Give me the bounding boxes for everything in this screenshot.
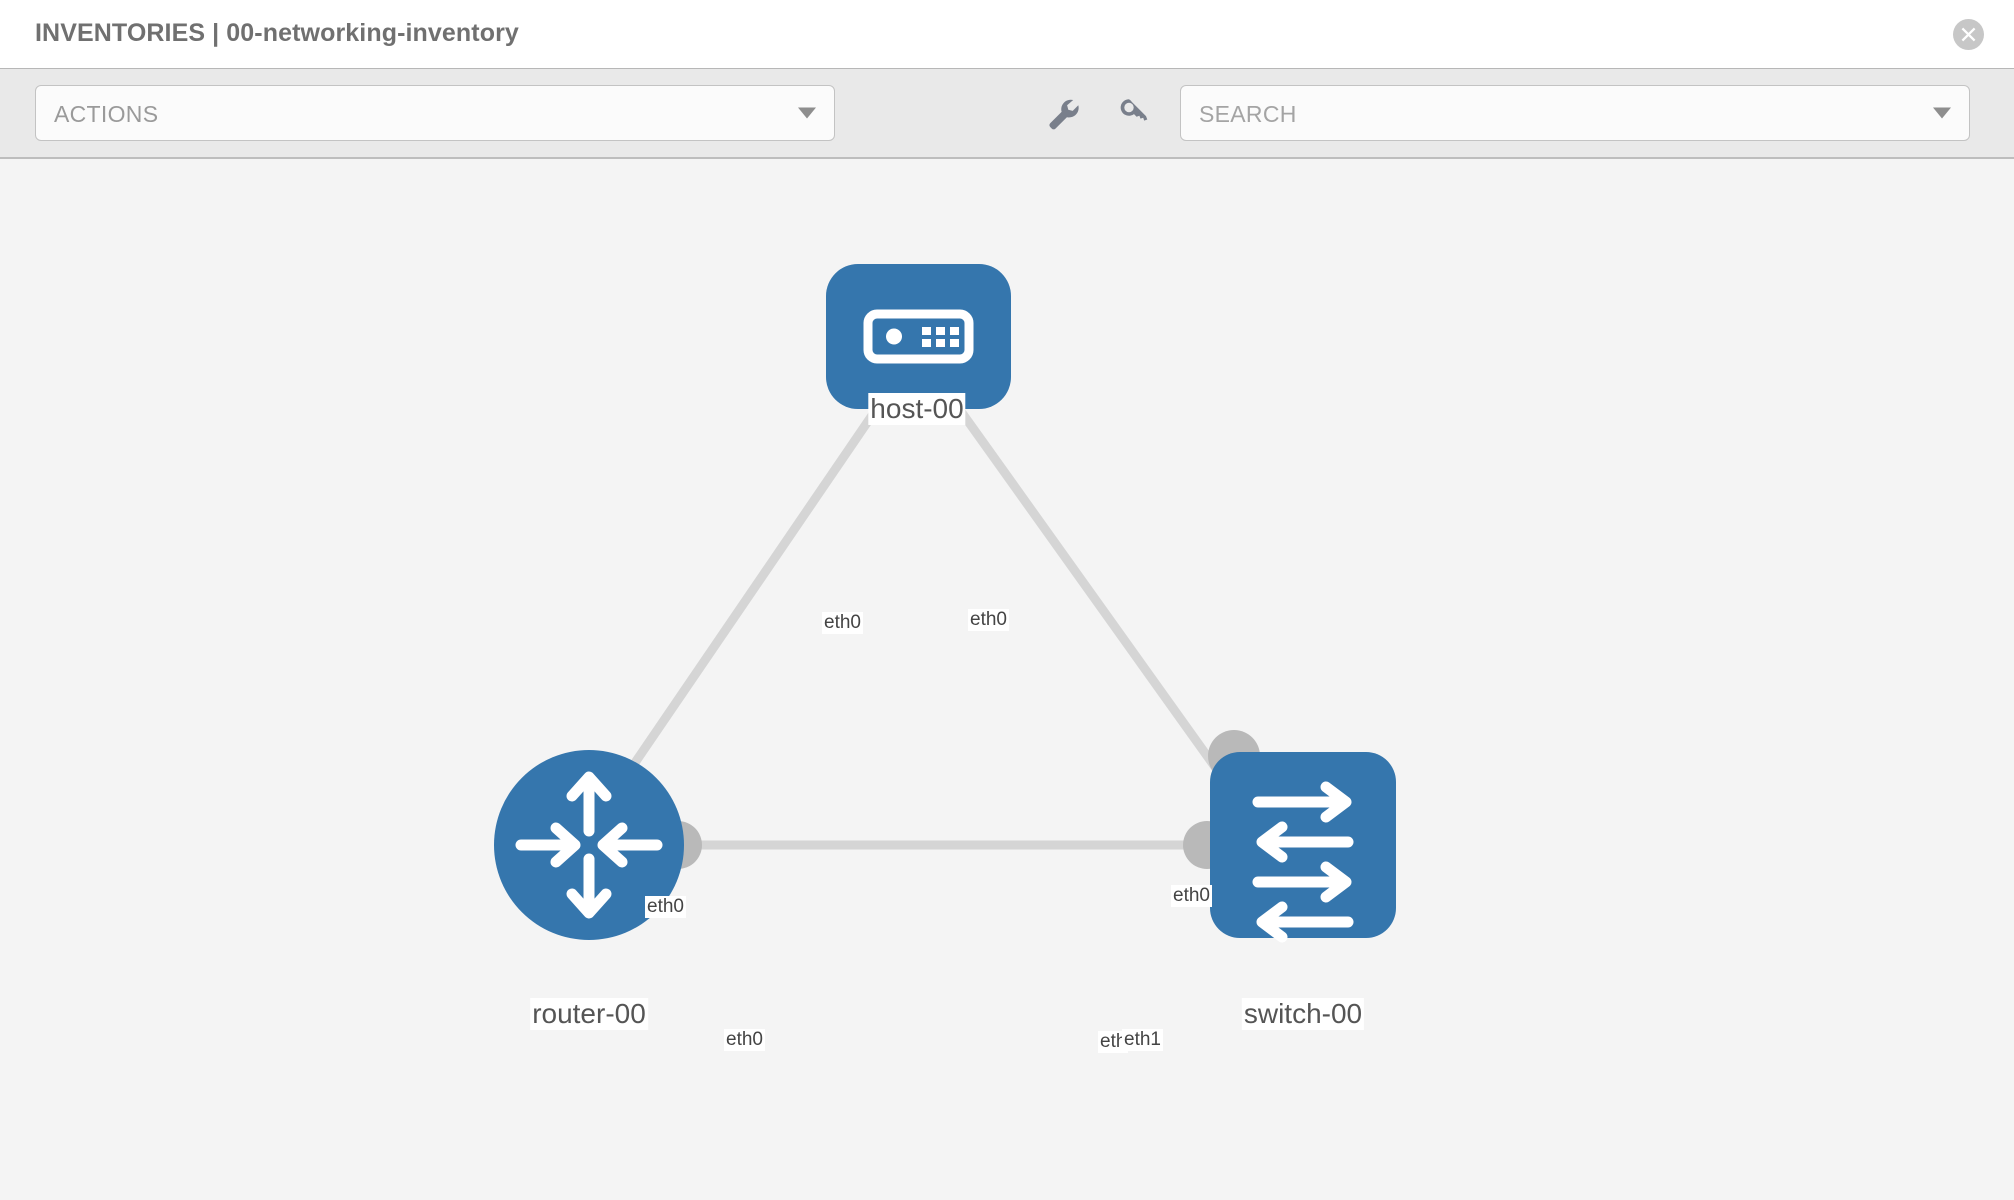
actions-dropdown-label: ACTIONS <box>54 101 159 127</box>
interface-label: eth0 <box>724 1029 765 1051</box>
node-switch-00 <box>1210 752 1396 943</box>
node-label-switch-00: switch-00 <box>1241 998 1365 1030</box>
link-host-switch <box>941 386 1249 812</box>
interface-label: eth1 <box>1122 1029 1163 1051</box>
topology-canvas[interactable]: host-00 router-00 switch-00 eth0 eth0 et… <box>0 159 2014 1200</box>
wrench-icon[interactable] <box>1043 93 1083 133</box>
toolbar: ACTIONS SEARCH <box>0 69 2014 159</box>
interface-label: eth0 <box>645 896 686 918</box>
chevron-down-icon[interactable] <box>1933 107 1951 119</box>
close-icon[interactable] <box>1953 19 1984 50</box>
router-icon <box>515 771 663 919</box>
interface-label: eth0 <box>822 612 863 634</box>
interface-label: eth0 <box>968 609 1009 631</box>
chevron-down-icon <box>798 107 816 119</box>
topology-graph <box>494 264 1396 943</box>
page-title: INVENTORIES | 00-networking-inventory <box>35 19 519 47</box>
switch-icon <box>1252 781 1354 943</box>
key-icon[interactable] <box>1113 93 1153 133</box>
interface-label: eth0 <box>1171 885 1212 907</box>
actions-dropdown[interactable]: ACTIONS <box>35 85 835 141</box>
topology-links <box>596 386 1249 850</box>
node-router-00 <box>494 750 684 940</box>
node-label-router-00: router-00 <box>530 998 648 1030</box>
interface-label: eth <box>1098 1031 1129 1053</box>
node-host-00 <box>826 264 1011 409</box>
link-host-router <box>596 386 894 817</box>
node-label-host-00: host-00 <box>868 393 966 425</box>
server-icon <box>863 309 974 364</box>
page-header: INVENTORIES | 00-networking-inventory <box>0 0 2014 69</box>
search-input[interactable]: SEARCH <box>1180 85 1970 141</box>
search-placeholder: SEARCH <box>1199 101 1297 127</box>
